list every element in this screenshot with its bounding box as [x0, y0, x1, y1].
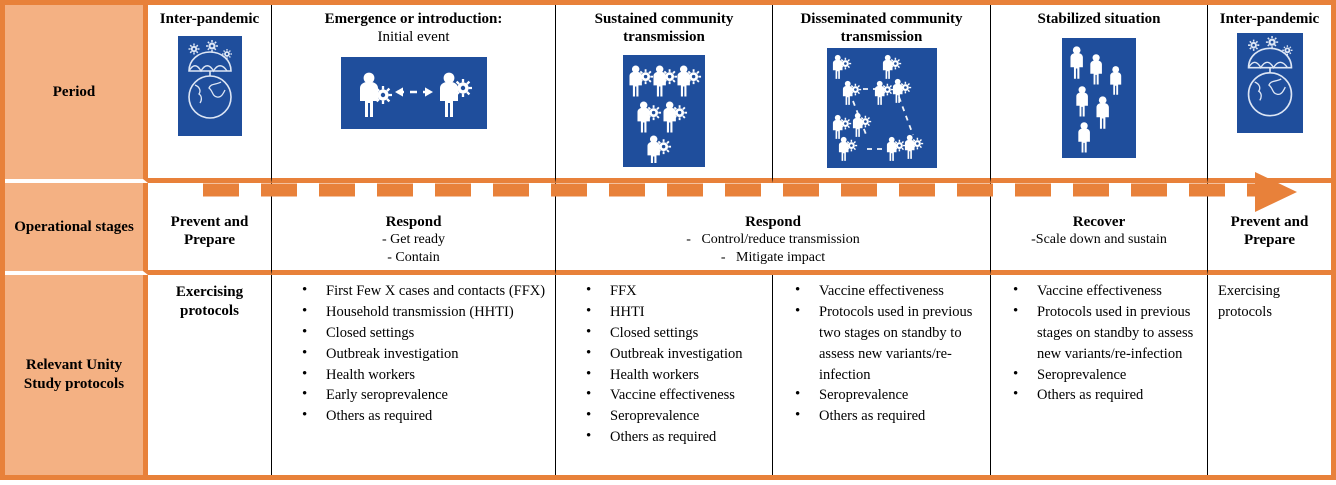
list-item: First Few X cases and contacts (FFX)	[302, 280, 549, 302]
row-header-period: Period	[5, 5, 148, 183]
list-item: Closed settings	[586, 322, 766, 344]
period-cell-1: Emergence or introduction: Initial event	[271, 5, 555, 183]
period-title-1: Emergence or introduction: Initial event	[321, 11, 507, 46]
period-title-text-0: Inter-pandemic	[159, 11, 260, 27]
list-item: Household transmission (HHTI)	[302, 301, 549, 323]
list-item: Health workers	[586, 364, 766, 386]
list-item: Health workers	[302, 364, 549, 386]
five-healthy-people-icon	[1062, 37, 1136, 158]
protocol-cell-1: First Few X cases and contacts (FFX) Hou…	[271, 275, 555, 475]
stage-item-1-0: - Get ready	[382, 232, 445, 247]
stage-item-2-1: - Mitigate impact	[720, 249, 826, 265]
period-title-3: Disseminated community transmission	[773, 11, 990, 46]
list-item: Seroprevalence	[1013, 364, 1201, 386]
period-title-text-5: Inter-pandemic	[1219, 11, 1320, 27]
list-item: Protocols used in previous two stages on…	[795, 301, 984, 386]
stage-cell-2: Respond - Control/reduce transmission - …	[555, 183, 990, 275]
list-item: Others as required	[302, 405, 549, 427]
protocol-cell-2: FFX HHTI Closed settings Outbreak invest…	[555, 275, 772, 475]
stage-name-2: Respond	[745, 214, 801, 230]
protocol-list-4: Vaccine effectiveness Protocols used in …	[995, 280, 1203, 406]
list-item: Protocols used in previous stages on sta…	[1013, 301, 1201, 365]
stage-item-2-0: - Control/reduce transmission	[686, 232, 860, 247]
list-item: Others as required	[1013, 384, 1201, 406]
protocol-list-2: FFX HHTI Closed settings Outbreak invest…	[560, 280, 768, 448]
list-item: Outbreak investigation	[302, 343, 549, 365]
row-header-operational-stages-label: Operational stages	[14, 218, 134, 235]
stage-cell-1: Respond - Get ready - Contain	[271, 183, 555, 275]
umbrella-globe-virus-icon-2	[1236, 32, 1303, 133]
period-title-text-3: Disseminated community transmission	[800, 11, 963, 45]
list-item: Others as required	[586, 426, 766, 448]
network-infected-people-icon	[826, 48, 937, 169]
list-item: Seroprevalence	[795, 384, 984, 406]
row-header-period-label: Period	[52, 83, 96, 100]
period-title-text-1: Emergence or introduction:	[324, 11, 503, 27]
list-item: Vaccine effectiveness	[586, 384, 766, 406]
stage-item-3-0: -Scale down and sustain	[1031, 232, 1167, 247]
figure-grid: Period Inter-pandemic	[5, 5, 1331, 475]
six-infected-people-icon	[623, 55, 705, 168]
period-title-4: Stabilized situation	[1034, 11, 1165, 29]
list-item: Others as required	[795, 405, 984, 427]
period-title-2: Sustained community transmission	[556, 11, 772, 46]
period-title-5: Inter-pandemic	[1216, 11, 1323, 29]
list-item: HHTI	[586, 301, 766, 323]
list-item: Vaccine effectiveness	[1013, 280, 1201, 302]
period-cell-3: Disseminated community transmission	[772, 5, 990, 183]
period-cell-4: Stabilized situation	[990, 5, 1207, 183]
protocol-cell-3: Vaccine effectiveness Protocols used in …	[772, 275, 990, 475]
protocol-cell-4: Vaccine effectiveness Protocols used in …	[990, 275, 1207, 475]
period-cell-0: Inter-pandemic	[148, 5, 271, 183]
period-title-0: Inter-pandemic	[156, 11, 263, 29]
list-item: FFX	[586, 280, 766, 302]
list-item: Closed settings	[302, 322, 549, 344]
umbrella-globe-virus-icon	[177, 35, 242, 136]
period-title-text-4: Stabilized situation	[1037, 11, 1161, 27]
period-subtitle-1: Initial event	[377, 28, 450, 45]
period-cell-5: Inter-pandemic	[1207, 5, 1331, 183]
list-item: Vaccine effectiveness	[795, 280, 984, 302]
row-header-protocols-label: Relevant Unity Study protocols	[23, 357, 125, 392]
list-item: Early seroprevalence	[302, 384, 549, 406]
stage-cell-3: Recover -Scale down and sustain	[990, 183, 1207, 275]
stage-item-1-1: - Contain	[387, 249, 440, 265]
row-header-protocols: Relevant Unity Study protocols	[5, 275, 148, 475]
two-people-transmission-arrow-icon	[340, 57, 487, 130]
row-header-operational-stages: Operational stages	[5, 183, 148, 275]
stage-name-3: Recover	[1072, 214, 1126, 230]
list-item: Outbreak investigation	[586, 343, 766, 365]
protocol-list-1: First Few X cases and contacts (FFX) Hou…	[276, 280, 551, 427]
stage-name-1: Respond	[385, 214, 442, 230]
protocol-list-3: Vaccine effectiveness Protocols used in …	[777, 280, 986, 427]
period-cell-2: Sustained community transmission	[555, 5, 772, 183]
period-title-text-2: Sustained community transmission	[594, 11, 734, 45]
list-item: Seroprevalence	[586, 405, 766, 427]
